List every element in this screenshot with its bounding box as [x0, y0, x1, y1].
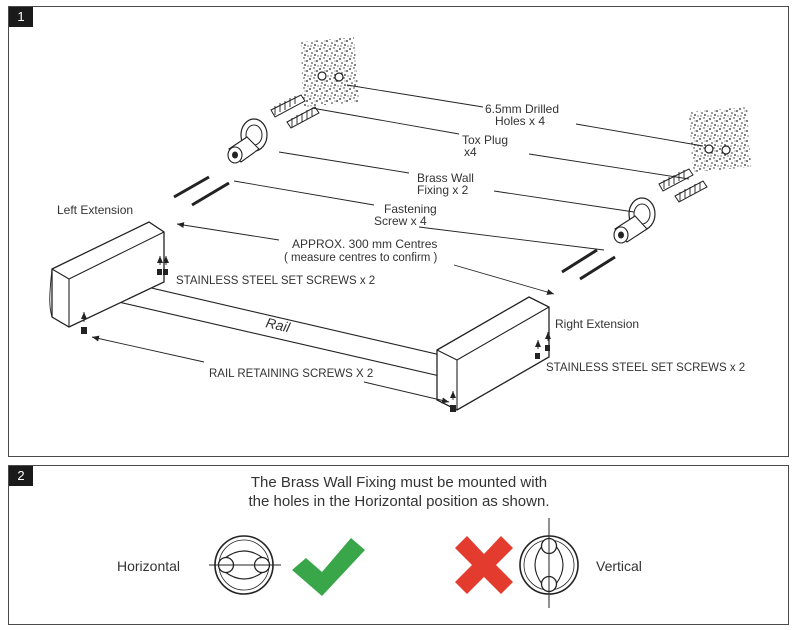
assembly-diagram: 6.5mm Drilled Holes x 4 Tox Plug x4 Bras… — [49, 37, 751, 412]
orientation-diagram: The Brass Wall Fixing must be mounted wi… — [117, 474, 642, 608]
tox-plug-label-2: x4 — [464, 145, 477, 159]
tox-plug-label-1: Tox Plug — [462, 133, 508, 147]
fastening-screws-left — [173, 175, 230, 207]
leader-lines — [91, 84, 704, 404]
step-number-2: 2 — [9, 466, 33, 486]
tox-plugs-left — [270, 94, 320, 129]
retaining-screws-label: RAIL RETAINING SCREWS X 2 — [209, 368, 373, 380]
mounting-note-line-2: the holes in the Horizontal position as … — [248, 493, 549, 510]
set-screws-right-label: STAINLESS STEEL SET SCREWS x 2 — [546, 362, 745, 374]
vertical-label: Vertical — [596, 558, 642, 574]
vertical-fixing-icon — [519, 518, 579, 608]
drilled-holes-label-1: 6.5mm Drilled — [485, 102, 559, 116]
brass-wall-fixing-left — [227, 118, 268, 164]
horizontal-fixing-icon — [209, 535, 281, 595]
left-extension-label: Left Extension — [57, 203, 133, 217]
rail-assembly — [49, 221, 551, 412]
brass-wall-fixing-label-1: Brass Wall — [417, 171, 474, 185]
wall-patch-right — [689, 107, 751, 172]
centres-label-2: ( measure centres to confirm ) — [284, 252, 438, 264]
drilled-holes-label-2: Holes x 4 — [495, 114, 545, 128]
brass-wall-fixing-right — [613, 197, 656, 244]
check-icon — [292, 538, 365, 596]
cross-icon — [455, 536, 513, 594]
step-number-1: 1 — [9, 7, 33, 27]
rail-label: Rail — [264, 314, 292, 335]
fastening-screw-label-1: Fastening — [384, 202, 437, 216]
set-screws-left-label: STAINLESS STEEL SET SCREWS x 2 — [176, 275, 375, 287]
fastening-screws-right — [561, 248, 616, 281]
mounting-note-line-1: The Brass Wall Fixing must be mounted wi… — [251, 474, 547, 491]
assembly-panel: 1 — [8, 6, 789, 457]
orientation-panel: 2 The Brass Wall Fixing must be mounted … — [8, 465, 789, 625]
brass-wall-fixing-label-2: Fixing x 2 — [417, 183, 469, 197]
tox-plugs-right — [658, 168, 708, 203]
fastening-screw-label-2: Screw x 4 — [374, 214, 427, 228]
horizontal-label: Horizontal — [117, 558, 180, 574]
centres-label-1: APPROX. 300 mm Centres — [292, 237, 437, 251]
wall-patch-left — [301, 37, 359, 107]
right-extension-label: Right Extension — [555, 317, 639, 331]
